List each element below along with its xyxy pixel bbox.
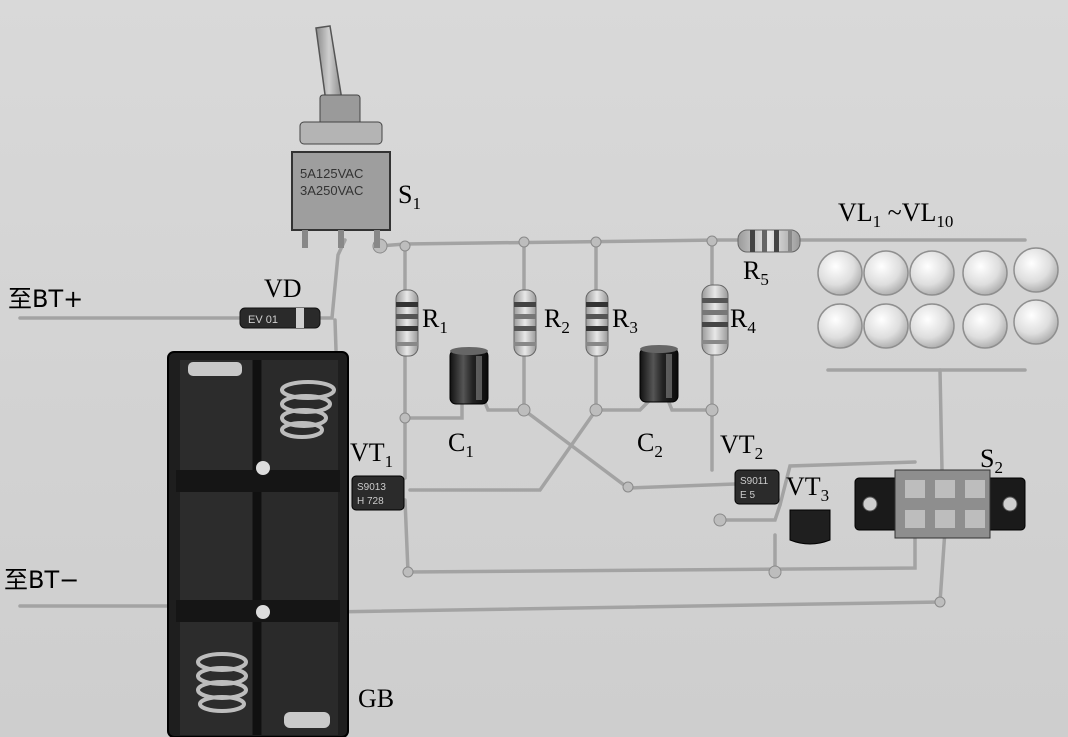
capacitor-c2 [639, 345, 679, 403]
joint-cross [622, 481, 634, 493]
label-s1: S1 [398, 180, 421, 213]
vt1-marking-2: H 728 [357, 496, 384, 507]
label-vt2: VT2 [720, 430, 764, 463]
label-r2: R2 [544, 304, 570, 337]
battery-spring-top [280, 380, 336, 439]
r2-c1-wire [482, 353, 526, 412]
capacitor-c1 [449, 347, 489, 405]
label-s2: S2 [980, 444, 1003, 477]
label-r4: R4 [730, 304, 756, 337]
label-r1: R1 [422, 304, 448, 337]
label-vt1: VT1 [350, 438, 394, 471]
switch-pin-3 [374, 230, 380, 248]
joint-r1-bottom [399, 412, 411, 424]
switch-pin-2 [338, 230, 344, 248]
label-c2: C2 [637, 428, 663, 461]
solder-joints [372, 235, 946, 608]
battery-contact-top [188, 362, 242, 376]
vt2-marking-2: E 5 [740, 490, 755, 501]
led-array [817, 247, 1059, 349]
label-gb: GB [358, 684, 395, 713]
slide-switch-s2 [854, 469, 1026, 539]
transistor-vt3 [789, 509, 831, 545]
joint-r4-bottom [705, 403, 719, 417]
joint-r3-bottom [589, 403, 603, 417]
joint-r2-top [518, 236, 530, 248]
joint-vt2-base [713, 513, 727, 527]
switch-pin-1 [302, 230, 308, 248]
cross-wire-a [522, 408, 737, 490]
label-r5: R5 [743, 256, 769, 289]
diode-band [296, 308, 304, 328]
vt2-marking-1: S9011 [740, 476, 769, 487]
label-r3: R3 [612, 304, 638, 337]
vt3-s2-wire [778, 460, 917, 507]
r1-c1-wire [403, 353, 464, 420]
joint-r2-bottom [517, 403, 531, 417]
top-bus-wire [378, 238, 742, 248]
switch-nut [319, 94, 361, 126]
battery-spring-bottom [196, 652, 248, 713]
label-bt-minus: 至BT− [4, 566, 80, 594]
resistor-r1 [395, 289, 419, 357]
joint-r3-top [590, 236, 602, 248]
battery-contact-bottom [284, 712, 330, 728]
label-bt-plus: 至BT+ [8, 285, 84, 313]
transistor-vt1: S9013 H 728 [351, 475, 405, 511]
vt1-marking-1: S9013 [357, 482, 386, 493]
switch-marking-2: 3A250VAC [300, 183, 363, 198]
toggle-switch-s1: 5A125VAC 3A250VAC [291, 25, 391, 248]
resistor-r4 [701, 284, 729, 356]
label-vl: VL1 ~VL10 [838, 198, 954, 231]
led-to-s2-wire [938, 368, 944, 472]
switch-marking-1: 5A125VAC [300, 166, 363, 181]
joint-ground [934, 596, 946, 608]
switch-washer [299, 121, 383, 145]
r4-c2-wire [666, 353, 714, 412]
label-vd: VD [264, 274, 302, 303]
diode-vd: EV 01 [239, 307, 321, 329]
joint-r1-top [399, 240, 411, 252]
resistor-r3 [585, 289, 609, 357]
switch-lever [315, 25, 343, 103]
cross-wire-b [408, 408, 598, 492]
resistors [395, 229, 801, 357]
capacitors [449, 345, 679, 405]
vd-to-battery-wire [333, 318, 338, 352]
resistor-r5 [737, 229, 801, 253]
emitter-bus-wire [403, 498, 917, 574]
switch-body [291, 151, 391, 231]
vd-to-switch-wire [318, 238, 347, 320]
joint-emitter-left [402, 566, 414, 578]
led-row-top [817, 247, 1059, 296]
battery-holder-gb [167, 351, 349, 737]
resistor-r2 [513, 289, 537, 357]
diode-marking: EV 01 [248, 314, 278, 326]
label-c1: C1 [448, 428, 474, 461]
joint-emitter-right [768, 565, 782, 579]
transistor-vt2: S9011 E 5 [734, 469, 780, 505]
led-row-bottom [817, 299, 1059, 349]
joint-r4-top [706, 235, 718, 247]
r3-c2-wire [594, 353, 652, 412]
label-vt3: VT3 [786, 472, 830, 505]
vt2-vt3-wire [718, 503, 782, 522]
